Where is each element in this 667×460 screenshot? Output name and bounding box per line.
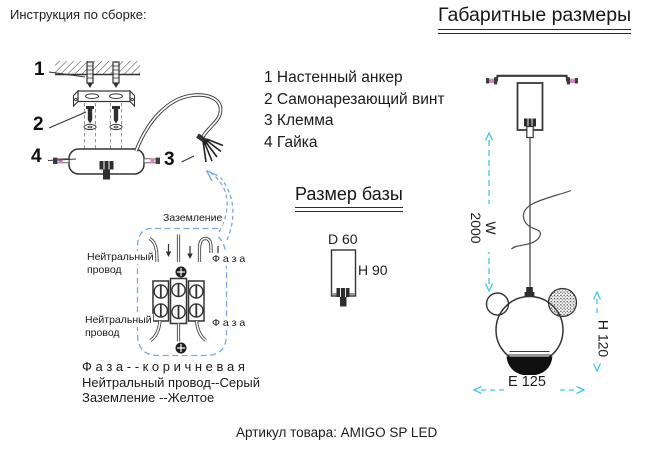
nut-screw-right bbox=[143, 157, 160, 164]
neutral-label-bottom-2: провод bbox=[84, 327, 121, 340]
center-bolt bbox=[99, 161, 114, 180]
callout-2: 2 bbox=[33, 114, 44, 135]
parts-list-item: 2 Самонарезающий винт bbox=[264, 90, 445, 108]
wire-length-dimension bbox=[484, 131, 494, 293]
terminal-block bbox=[152, 277, 205, 325]
wire-color-legend: Ф а з а - - к о р и ч н е в а я Нейтраль… bbox=[82, 359, 260, 406]
parts-list-item: 3 Клемма bbox=[264, 112, 334, 129]
dimensions-heading: Габаритные размеры bbox=[438, 4, 632, 34]
legend-ground: Заземление --Желтое bbox=[82, 390, 215, 405]
mounting-bracket bbox=[72, 89, 136, 108]
base-height-label: H 90 bbox=[358, 262, 388, 278]
neutral-label-top-2: провод bbox=[86, 264, 123, 277]
incoming-wires bbox=[148, 234, 221, 263]
ground-label: Заземление bbox=[162, 212, 224, 225]
width-dimension bbox=[472, 385, 586, 395]
callout-3: 3 bbox=[164, 149, 175, 170]
power-cable bbox=[134, 93, 224, 163]
base-size-heading: Размер базы bbox=[295, 183, 403, 212]
parts-list-item: 1 Настенный анкер bbox=[264, 69, 403, 86]
legend-phase: Ф а з а - - к о р и ч н е в а я bbox=[82, 359, 245, 374]
height-label: H 120 bbox=[595, 314, 612, 363]
page-title: Инструкция по сборке: bbox=[10, 7, 147, 22]
legend-neutral: Нейтральный провод--Серый bbox=[82, 374, 260, 390]
pendant-cord bbox=[511, 137, 572, 290]
ceiling-hatch bbox=[55, 61, 140, 76]
parts-list-item: 4 Гайка bbox=[264, 133, 318, 151]
nut-screw-left bbox=[53, 157, 70, 164]
callout-1: 1 bbox=[34, 59, 45, 80]
base-diameter-label: D 60 bbox=[328, 231, 358, 247]
outgoing-wires bbox=[149, 320, 207, 342]
anchor-icon bbox=[86, 61, 120, 88]
parts-list: 1 Настенный анкер 2 Самонарезающий винт … bbox=[264, 67, 445, 153]
assembly-diagram bbox=[47, 61, 224, 180]
callout-4: 4 bbox=[31, 146, 42, 167]
width-label: E 125 bbox=[508, 374, 546, 390]
base-size-diagram bbox=[330, 249, 357, 307]
article-number: Артикул товара: AMIGO SP LED bbox=[236, 425, 438, 440]
pendant-drawing bbox=[472, 74, 602, 395]
phase-label-top: Ф а з а bbox=[211, 253, 247, 266]
neutral-label-bottom-1: Нейтральный bbox=[84, 314, 153, 327]
screw-icon bbox=[83, 106, 123, 131]
ground-symbol-bottom bbox=[175, 342, 187, 354]
neutral-label-top-1: Нейтральный bbox=[86, 251, 155, 264]
pendant-canopy bbox=[516, 82, 544, 131]
callout-leader-lines bbox=[47, 71, 195, 163]
phase-label-bottom: Ф а з а bbox=[211, 317, 247, 330]
wire-length-label: W 2000 bbox=[468, 204, 499, 252]
base-size-heading-text: Размер базы bbox=[295, 183, 403, 212]
ceiling-mount bbox=[486, 74, 578, 85]
dimensions-heading-text: Габаритные размеры bbox=[438, 4, 632, 34]
lamp-body bbox=[485, 287, 578, 376]
ground-symbol-top bbox=[175, 266, 187, 278]
